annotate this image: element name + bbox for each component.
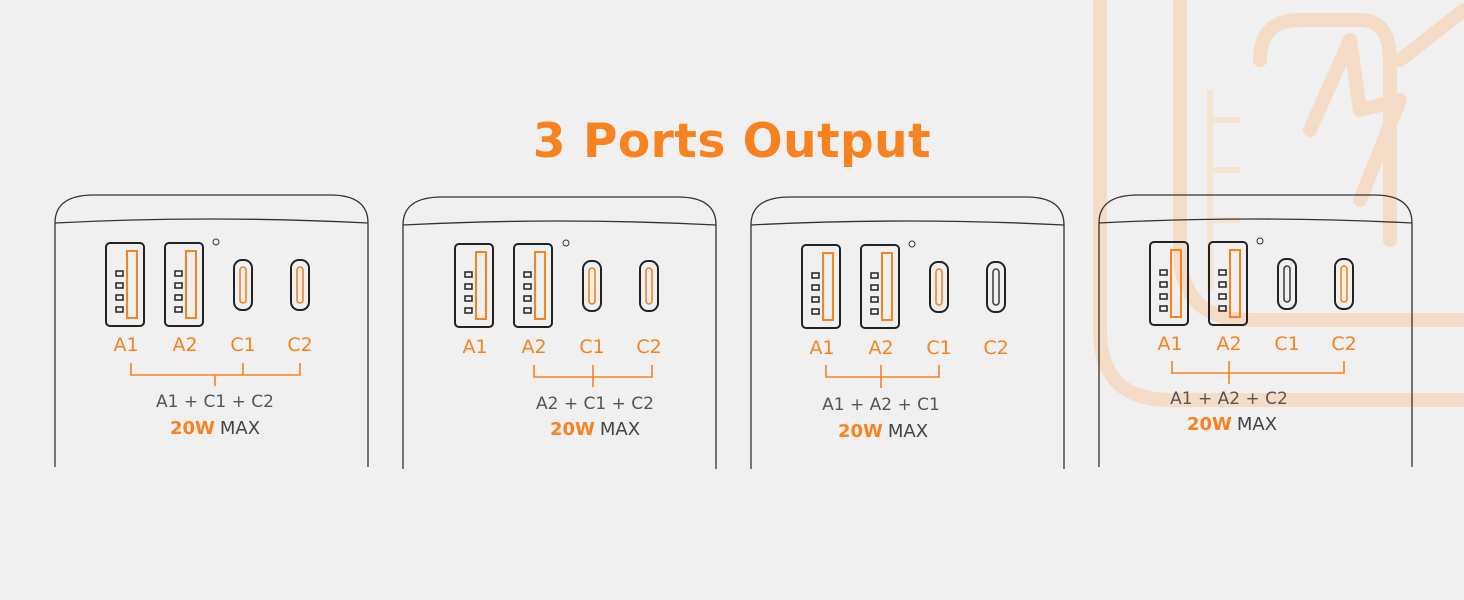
usb-c-port-c1	[233, 259, 253, 311]
port-label-a2: A2	[521, 336, 547, 358]
page-title: 3 Ports Output	[532, 114, 932, 169]
port-label-a1: A1	[1157, 333, 1183, 355]
usb-c-port-c2	[290, 259, 310, 311]
watt-value: 20W	[837, 421, 883, 442]
charger-outline	[54, 194, 369, 467]
usb-c-port-c2	[639, 260, 659, 312]
charger-outline	[1098, 194, 1413, 467]
usb-a-port-a1	[1149, 241, 1189, 326]
combo-bracket	[533, 365, 653, 387]
port-label-c2: C2	[636, 336, 662, 358]
port-label-c2: C2	[1331, 333, 1357, 355]
usb-c-port-c2	[986, 261, 1006, 313]
charger-outline	[402, 196, 717, 469]
port-label-a2: A2	[172, 334, 198, 356]
usb-a-port-a2	[1208, 241, 1248, 326]
combo-text: A2 + C1 + C2	[536, 394, 654, 414]
combo-bracket	[130, 363, 301, 386]
usb-c-port-c1	[929, 261, 949, 313]
max-label: MAX	[219, 418, 261, 439]
port-label-a2: A2	[1216, 333, 1242, 355]
max-label: MAX	[599, 419, 641, 440]
port-label-a1: A1	[113, 334, 139, 356]
port-label-a1: A1	[462, 336, 488, 358]
usb-c-port-c1	[1277, 258, 1297, 310]
usb-a-port-a2	[860, 244, 900, 329]
usb-a-port-a1	[454, 243, 494, 328]
port-label-c1: C1	[926, 337, 952, 359]
charger-outline	[750, 196, 1065, 469]
combo-bracket	[1171, 361, 1345, 384]
combo-bracket	[825, 365, 940, 388]
port-label-a2: A2	[868, 337, 894, 359]
port-label-c1: C1	[1274, 333, 1300, 355]
max-label: MAX	[887, 421, 929, 442]
usb-c-port-c2	[1334, 258, 1354, 310]
port-label-c1: C1	[230, 334, 256, 356]
combo-text: A1 + A2 + C2	[1170, 389, 1288, 409]
port-label-c2: C2	[287, 334, 313, 356]
max-label: MAX	[1236, 414, 1278, 435]
usb-a-port-a2	[164, 242, 204, 327]
watt-value: 20W	[549, 419, 595, 440]
usb-c-port-c1	[582, 260, 602, 312]
combo-text: A1 + C1 + C2	[156, 392, 274, 412]
usb-a-port-a1	[801, 244, 841, 329]
watt-value: 20W	[1186, 414, 1232, 435]
port-label-a1: A1	[809, 337, 835, 359]
watt-value: 20W	[169, 418, 215, 439]
usb-a-port-a1	[105, 242, 145, 327]
usb-a-port-a2	[513, 243, 553, 328]
port-label-c2: C2	[983, 337, 1009, 359]
combo-text: A1 + A2 + C1	[822, 395, 940, 415]
port-label-c1: C1	[579, 336, 605, 358]
